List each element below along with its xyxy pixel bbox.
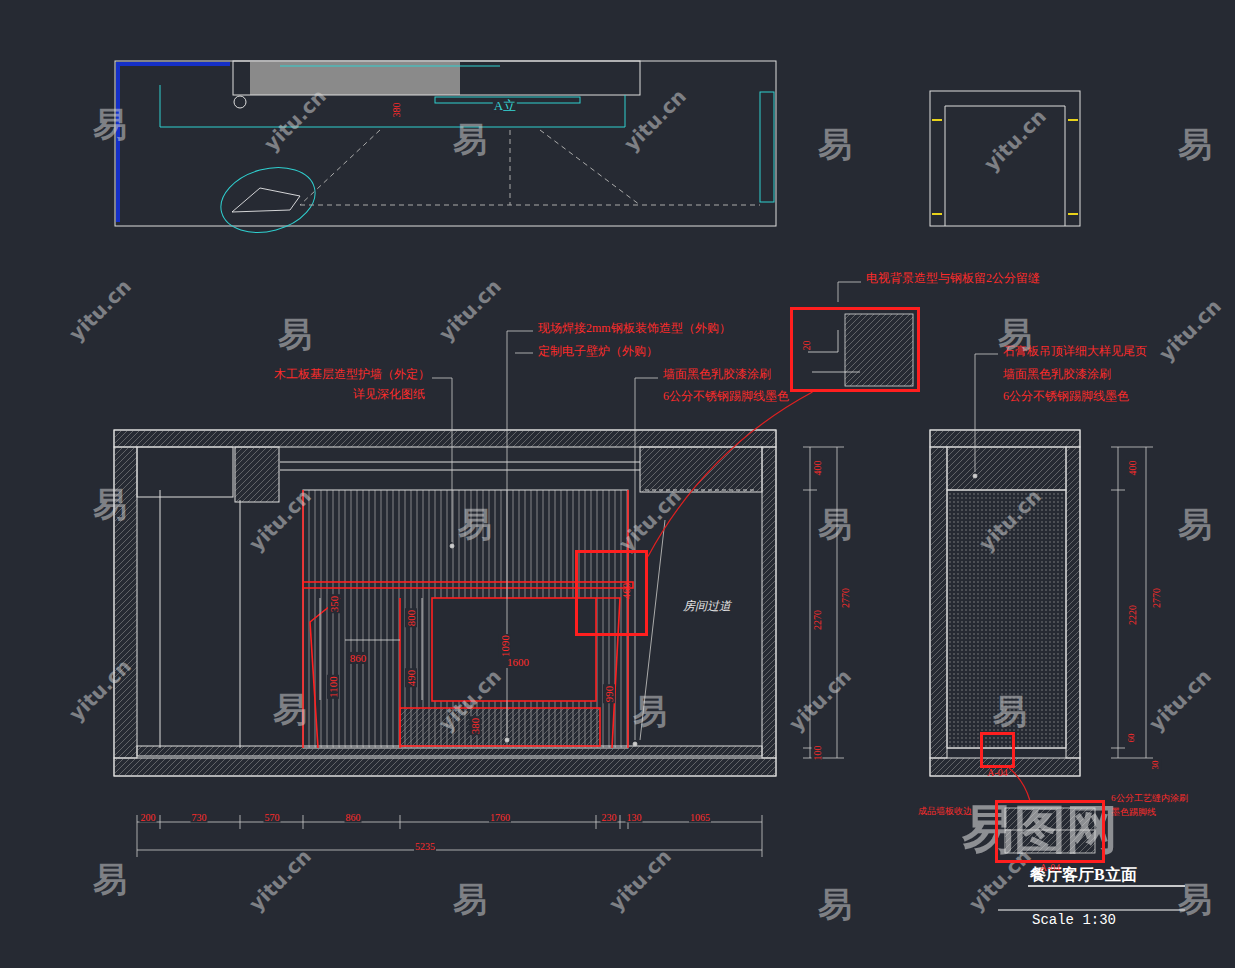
watermark: 易 [998, 316, 1032, 353]
watermark: 易 [818, 126, 852, 163]
dimension-text: 990 [603, 685, 615, 704]
dimension-text: 1600 [506, 656, 530, 668]
watermark: 易 [93, 486, 127, 523]
watermark: yitu.cn [245, 845, 315, 915]
watermark: yitu.cn [605, 845, 675, 915]
watermark: yitu.cn [1145, 665, 1215, 735]
dimension-text: 570 [264, 812, 281, 823]
watermark: 易 [453, 881, 487, 918]
detail-leader-curve [1009, 768, 1030, 800]
annotation-note: 木工板基层造型护墙（外定） [273, 368, 431, 381]
dimension-text: 130 [626, 812, 643, 823]
watermark: 易 [278, 316, 312, 353]
dimension-lines [137, 447, 1153, 857]
annotation-note: 墙面黑色乳胶漆涂刷 [662, 368, 772, 381]
dimension-text: 400 [812, 460, 823, 477]
annotation-note: 定制电子壁炉（外购） [537, 345, 659, 358]
annotation-note: A立 [493, 99, 517, 113]
watermark: yitu.cn [980, 105, 1050, 175]
detail-leader-curve [648, 392, 813, 557]
watermark: yitu.cn [65, 275, 135, 345]
side-elevation [930, 430, 1080, 776]
detail-callout-box: 20 [790, 307, 920, 392]
annotation-note: 6公分不锈钢踢脚线墨色 [1002, 390, 1130, 403]
leader-lines [432, 282, 998, 746]
dimension-text: 100 [812, 745, 823, 762]
dimension-text: 800 [405, 609, 417, 628]
watermark: 易 [993, 693, 1027, 730]
dimension-text: 400 [1127, 460, 1138, 477]
watermark: yitu.cn [785, 665, 855, 735]
watermark: 易 [1178, 881, 1212, 918]
tv-wall-red-outline [303, 490, 633, 748]
dimension-text: 350 [328, 595, 340, 614]
dimension-text: 380 [391, 102, 402, 119]
dimension-text: 1090 [499, 634, 511, 658]
dimension-text: 1100 [327, 675, 339, 699]
watermark: 易 [458, 506, 492, 543]
dimension-text: 2770 [840, 587, 851, 609]
plan-view [115, 61, 1080, 242]
detail-callouts [808, 314, 1185, 910]
watermark: yitu.cn [435, 275, 505, 345]
dimension-text: 860 [349, 652, 368, 664]
annotation-note: 详见深化图纸 [352, 388, 426, 401]
detail-callout-box: A-04 [980, 732, 1015, 768]
watermark: 易 [1178, 506, 1212, 543]
watermark: 易 [453, 121, 487, 158]
detail-callout-box: A-04 [995, 800, 1105, 863]
watermark: 易图网 [962, 801, 1118, 858]
annotation-note: 墙面黑色乳胶漆涂刷 [1002, 368, 1112, 381]
annotation-note: 现场焊接2mm钢板装饰造型（外购） [537, 322, 732, 335]
annotation-note: 6公分不锈钢踢脚线墨色 [662, 390, 790, 403]
watermark: yitu.cn [1155, 295, 1225, 365]
dimension-text: 490 [405, 669, 417, 688]
dimension-text: 380 [469, 717, 481, 736]
watermark: 易 [93, 106, 127, 143]
dimension-text: 2770 [1151, 587, 1162, 609]
watermark: 易 [818, 886, 852, 923]
dimension-text: 730 [191, 812, 208, 823]
dimension-text: 2270 [812, 609, 823, 631]
dimension-text: 6公分工艺缝内涂刷 [1110, 794, 1189, 804]
detail-tag: A-04 [987, 767, 1008, 778]
dimension-text: 2220 [1127, 604, 1138, 626]
dimension-text: 200 [140, 812, 157, 823]
watermark: 易 [273, 691, 307, 728]
annotation-note: 房间过道 [682, 600, 732, 613]
dimension-text: 1065 [689, 812, 711, 823]
dimension-text: 230 [601, 812, 618, 823]
dimension-text: 5235 [414, 841, 436, 852]
detail-tag: A-04 [1040, 862, 1061, 873]
dimension-text: 30 [1151, 760, 1161, 771]
living-room-elevation [114, 430, 776, 776]
watermark: 易 [633, 693, 667, 730]
callout-number: 20 [801, 341, 812, 351]
scale-caption: Scale 1:30 [1032, 913, 1116, 928]
dimension-text: 1760 [489, 812, 511, 823]
annotation-note: 电视背景造型与钢板留2公分留缝 [865, 272, 1041, 285]
dimension-text: 60 [1127, 733, 1137, 744]
callout-number: 460 [620, 583, 632, 600]
watermark: 易 [93, 861, 127, 898]
dimension-text: 860 [345, 812, 362, 823]
detail-callout-box: 460 [575, 550, 648, 636]
watermark: 易 [818, 506, 852, 543]
watermark: 易 [1178, 126, 1212, 163]
